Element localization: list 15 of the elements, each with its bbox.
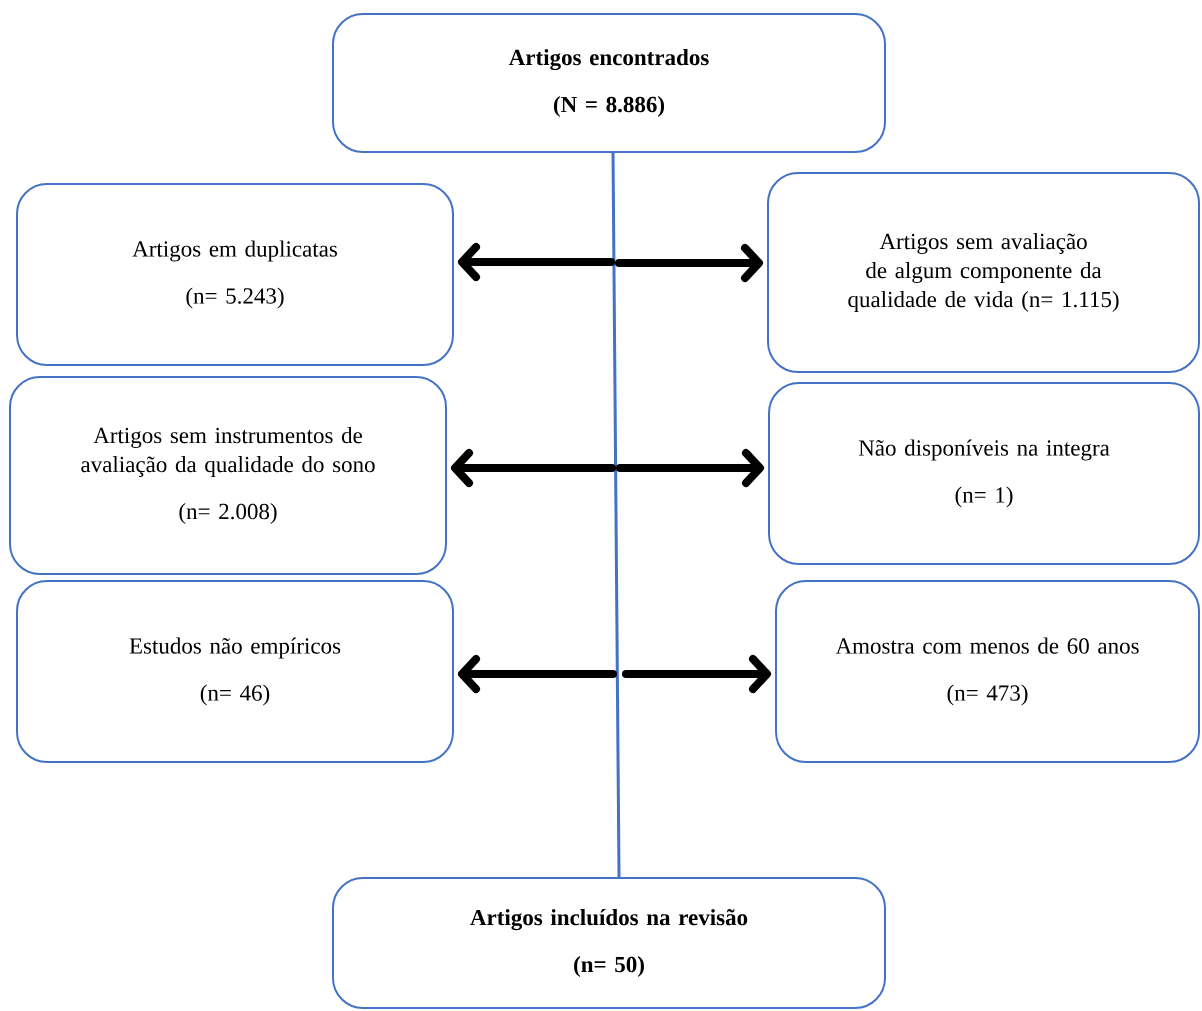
process-box: Artigos incluídos na revisão (n= 50) bbox=[332, 877, 886, 1009]
process-box: Artigos em duplicatas (n= 5.243) bbox=[16, 183, 454, 366]
arrow bbox=[622, 655, 771, 693]
arrow bbox=[616, 449, 764, 487]
process-box: Artigos sem avaliação de algum componente da qualidade de vida (n= 1.115) bbox=[767, 172, 1201, 373]
process-box: Artigos encontrados (N = 8.886) bbox=[332, 13, 886, 153]
connector-line bbox=[611, 153, 621, 878]
arrow bbox=[458, 655, 617, 693]
arrow bbox=[615, 244, 763, 282]
process-box: Amostra com menos de 60 anos (n= 473) bbox=[775, 580, 1201, 763]
process-box: Não disponíveis na integra (n= 1) bbox=[768, 382, 1201, 565]
process-box: Artigos sem instrumentos de avaliação da qualidade do sono (n= 2.008) bbox=[9, 376, 447, 575]
arrow bbox=[451, 449, 616, 487]
process-box: Estudos não empíricos (n= 46) bbox=[16, 580, 454, 763]
arrow bbox=[458, 243, 615, 281]
